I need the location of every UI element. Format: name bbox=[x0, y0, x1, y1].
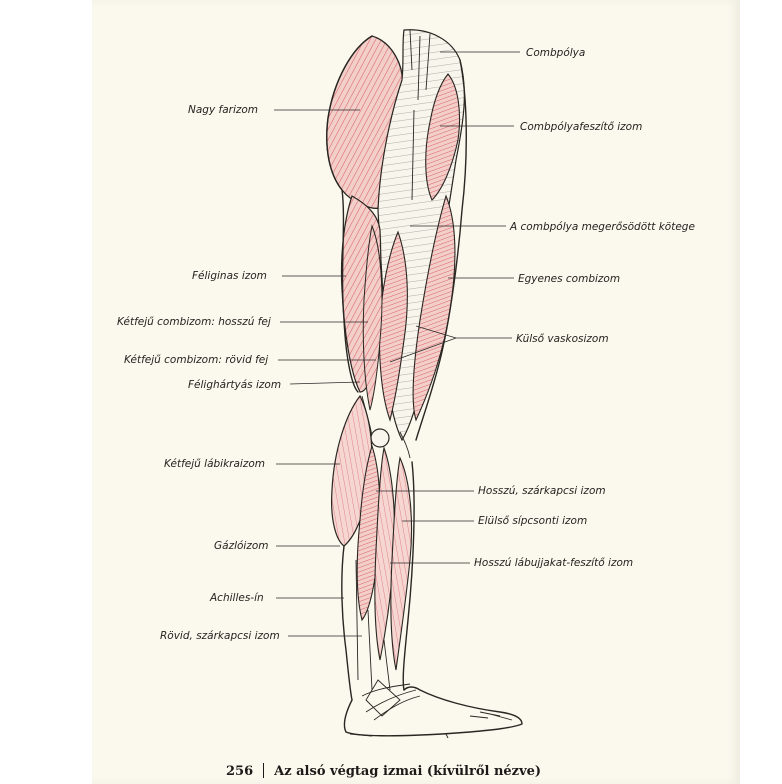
label-feliginas: Féliginas izom bbox=[192, 270, 267, 282]
caption-divider bbox=[263, 763, 265, 778]
label-ketfeju-rovid: Kétfejű combizom: rövid fej bbox=[124, 354, 268, 366]
foot bbox=[343, 679, 523, 739]
label-felighartyas: Félighártyás izom bbox=[188, 379, 281, 391]
label-hosszu-labujjakat: Hosszú lábujjakat-feszítő izom bbox=[474, 557, 633, 569]
caption-title: Az alsó végtag izmai (kívülről nézve) bbox=[274, 764, 542, 779]
label-combpolyafeszito: Combpólyafeszítő izom bbox=[520, 121, 642, 133]
label-egyenes-combizom: Egyenes combizom bbox=[518, 273, 620, 285]
label-elulso-sipcsonti: Elülső sípcsonti izom bbox=[478, 515, 587, 527]
leader-lines bbox=[274, 51, 520, 637]
tensor-fasciae-latae-shape bbox=[425, 73, 461, 201]
label-kulso-vaskosizom: Külső vaskosizom bbox=[516, 333, 609, 345]
vastus-lateralis-shape bbox=[378, 230, 408, 422]
label-gazloizom: Gázlóizom bbox=[214, 540, 269, 552]
label-ketfeju-labikraizom: Kétfejű lábikraizom bbox=[164, 458, 265, 470]
label-achilles: Achilles-ín bbox=[209, 592, 264, 604]
label-hosszu-szarkapcsi: Hosszú, szárkapcsi izom bbox=[478, 485, 606, 497]
biceps-long-head-shape bbox=[362, 224, 383, 411]
page-number: 256 bbox=[226, 764, 254, 779]
label-ketfeju-hosszu: Kétfejű combizom: hosszú fej bbox=[117, 316, 271, 328]
label-nagy-farizom: Nagy farizom bbox=[188, 104, 258, 116]
label-rovid-szarkapcsi: Rövid, szárkapcsi izom bbox=[160, 630, 280, 642]
tibialis-anterior-shape bbox=[390, 456, 413, 671]
page-caption: 256 Az alsó végtag izmai (kívülről nézve) bbox=[226, 763, 541, 779]
labels: Combpólya Nagy farizom Combpólyafeszítő … bbox=[117, 47, 695, 642]
label-megerositett-kotege: A combpólya megerősödött kötege bbox=[509, 221, 695, 233]
label-combpolya: Combpólya bbox=[526, 47, 585, 59]
rectus-femoris-shape bbox=[412, 194, 456, 422]
lower-leg bbox=[331, 394, 415, 701]
thigh bbox=[326, 29, 467, 442]
